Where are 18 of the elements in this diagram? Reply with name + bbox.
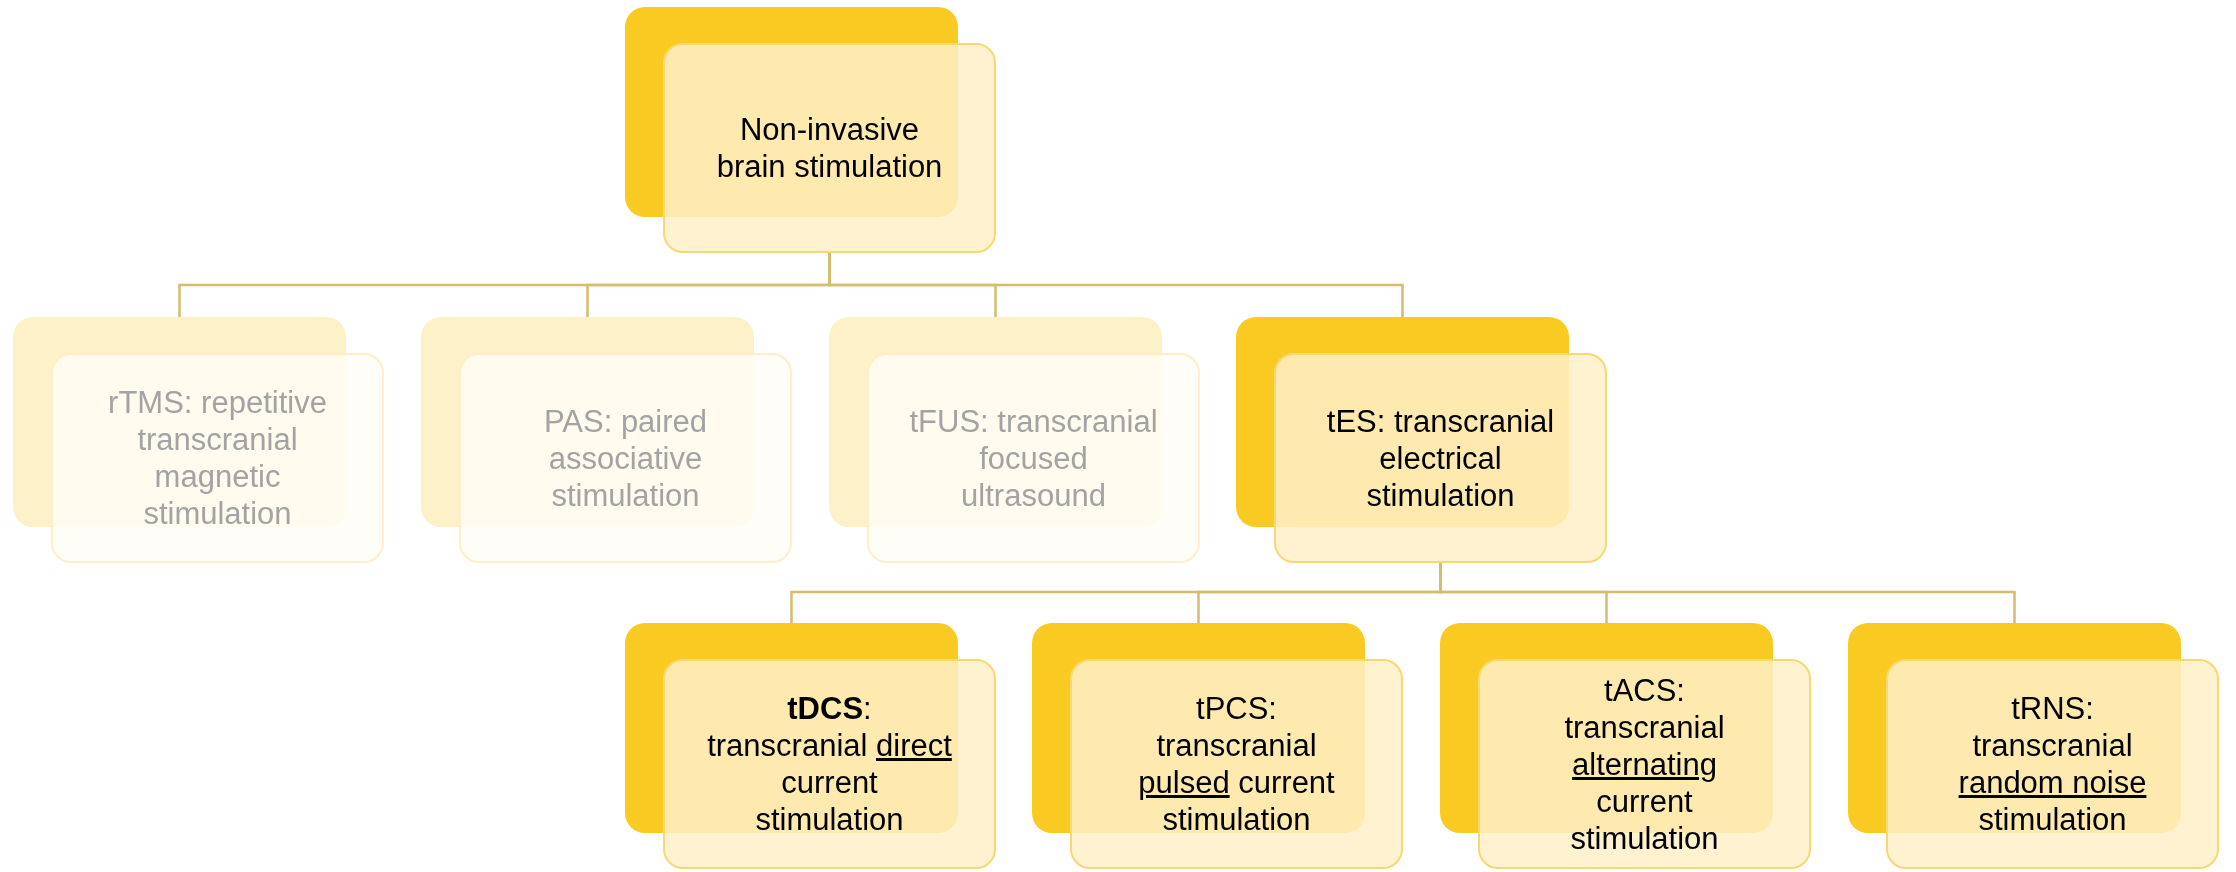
node-label: tFUS: transcranial focused ultrasound [909, 402, 1158, 514]
node-card [51, 353, 384, 563]
node-label: tRNS: transcranial random noise stimulation [1957, 690, 2148, 838]
node-label: PAS: paired associative stimulation [542, 402, 709, 514]
node-card [867, 353, 1200, 563]
node-card [663, 659, 996, 869]
node-label: tACS: transcranial alternating current stimulation [1563, 671, 1726, 857]
node-label: rTMS: repetitive transcranial magnetic stimulation [107, 384, 328, 532]
node-label: tPCS: transcranial pulsed current stimulation [1137, 690, 1336, 838]
node-label: Non-invasive brain stimulation [715, 111, 944, 185]
node-card [663, 43, 996, 253]
node-card [1478, 659, 1811, 869]
node-label: tES: transcranial electrical stimulation [1325, 402, 1556, 514]
node-card [1274, 353, 1607, 563]
node-card [1070, 659, 1403, 869]
node-card [1886, 659, 2219, 869]
node-card [459, 353, 792, 563]
node-label: tDCS: transcranial direct current stimulation [706, 690, 953, 838]
